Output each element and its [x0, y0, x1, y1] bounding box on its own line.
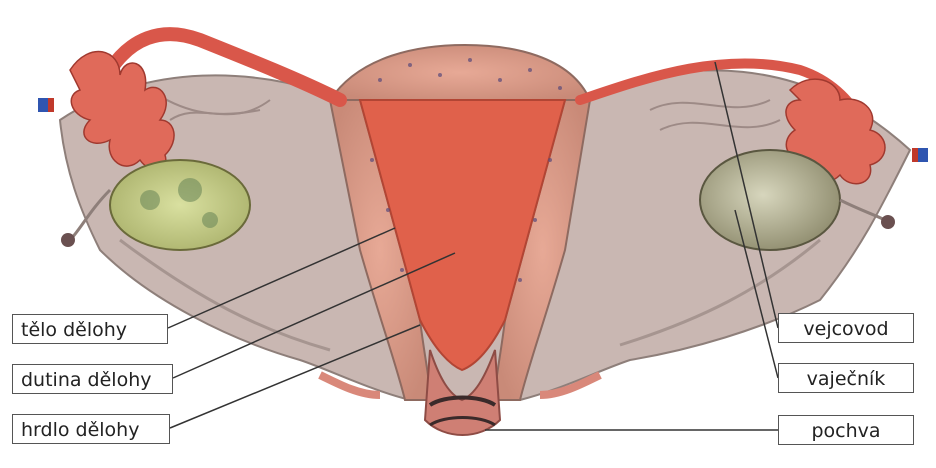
- label-dutina-delohy: dutina dělohy: [12, 364, 173, 394]
- label-vejcovod: vejcovod: [778, 313, 914, 343]
- label-hrdlo-delohy: hrdlo dělohy: [12, 414, 170, 444]
- label-vajecnik: vaječník: [778, 363, 914, 393]
- label-pochva: pochva: [778, 415, 914, 445]
- uterus-fundus: [330, 45, 590, 100]
- ovary-right: [700, 150, 840, 250]
- ovary-left: [110, 160, 250, 250]
- label-telo-delohy: tělo dělohy: [12, 314, 168, 344]
